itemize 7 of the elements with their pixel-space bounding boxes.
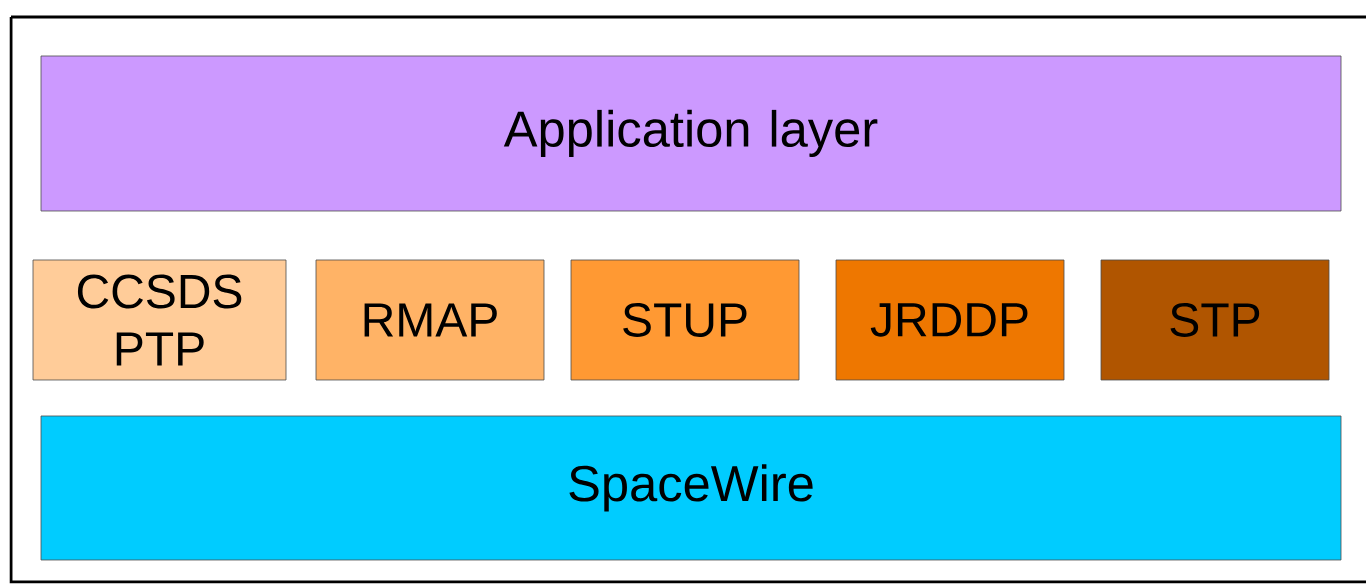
layer-box: CCSDS PTP	[32, 259, 287, 381]
layer-box: JRDDP	[835, 259, 1065, 381]
layer-box: STUP	[570, 259, 800, 381]
layer-box: SpaceWire	[40, 415, 1342, 561]
layer-box: Application layer	[40, 55, 1342, 212]
layer-box: STP	[1100, 259, 1330, 381]
layer-box: RMAP	[315, 259, 545, 381]
